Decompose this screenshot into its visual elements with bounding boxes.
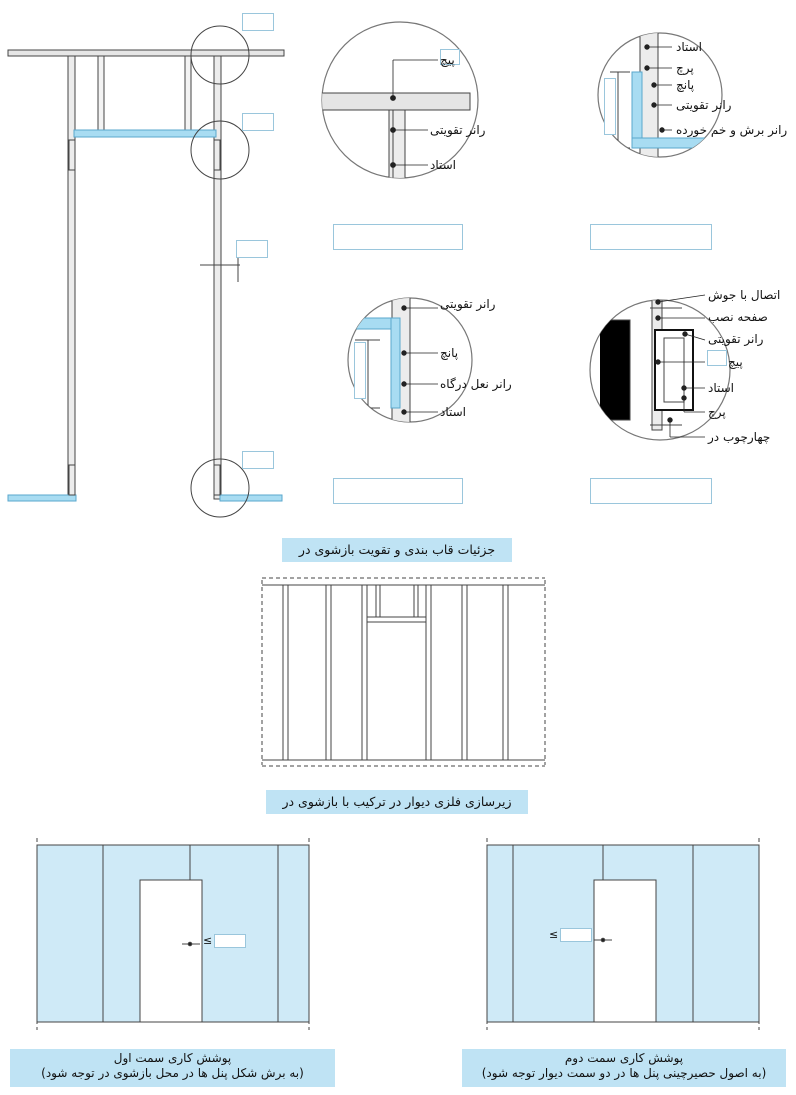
detail-ref-box [333,224,463,250]
detail-door-sill-runner [347,297,473,423]
dim-tag [560,928,592,942]
dim-tag [236,240,268,258]
caption-wall-substructure: زیرسازی فلزی دیوار در ترکیب با بازشوی در [266,790,528,814]
label-stud: استاد [708,381,735,395]
label-punch: پانچ [676,78,695,92]
dim-tag [242,13,274,31]
wall-substructure-elevation [261,577,546,767]
caption-second-side: پوشش کاری سمت دوم (به اصول حصیرچینی پنل … [462,1049,786,1087]
door-framing-elevation [7,25,285,518]
second-side-cladding [486,838,760,1030]
gte-symbol: ≥ [549,928,559,941]
label-rivet: پرچ [708,405,726,419]
dim-tag [604,78,616,135]
label-door-frame: چهارچوب در [708,430,771,444]
detail-ref-box [333,478,463,504]
detail-door-frame-welded [589,294,731,441]
label-door-sill-runner: رانر نعل درگاه [440,377,512,391]
first-side-cladding [36,838,310,1030]
label-cut-bent-runner: رانر برش و خم خورده [676,123,788,137]
dim-tag [354,342,366,399]
caption-framing-details: جزئیات قاب بندی و تقویت بازشوی در [282,538,512,562]
caption-first-side: پوشش کاری سمت اول (به برش شکل پنل ها در … [10,1049,335,1087]
dim-tag [707,350,727,366]
label-welded-joint: اتصال با جوش [708,288,781,302]
label-reinforcing-runner: رانر تقویتی [430,123,486,137]
label-reinforcing-runner: رانر تقویتی [440,297,496,311]
label-rivet: پرچ [676,61,694,75]
dim-tag [440,49,460,65]
second-side-note: (به اصول حصیرچینی پنل ها در دو سمت دیوار… [481,1066,767,1080]
label-screw: پیچ [728,355,743,369]
label-reinforcing-runner: رانر تقویتی [676,98,732,112]
second-side-title: پوشش کاری سمت دوم [564,1051,684,1065]
label-reinforcing-runner: رانر تقویتی [708,332,764,346]
gte-symbol: ≥ [203,934,213,947]
first-side-note: (به برش شکل پنل ها در محل بازشوی در توجه… [41,1066,304,1080]
label-stud: استاد [676,40,703,54]
dim-tag [242,113,274,131]
label-screw: پیچ [440,53,455,67]
label-stud: استاد [430,158,457,172]
label-mounting-plate: صفحه نصب [708,310,768,324]
label-punch: پانچ [440,346,459,360]
detail-ref-box [590,224,712,250]
dim-tag [214,934,246,948]
detail-cut-bent-runner [597,32,723,158]
detail-screw-connection [321,21,479,179]
label-stud: استاد [440,405,467,419]
detail-ref-box [590,478,712,504]
dim-tag [242,451,274,469]
first-side-title: پوشش کاری سمت اول [113,1051,232,1065]
